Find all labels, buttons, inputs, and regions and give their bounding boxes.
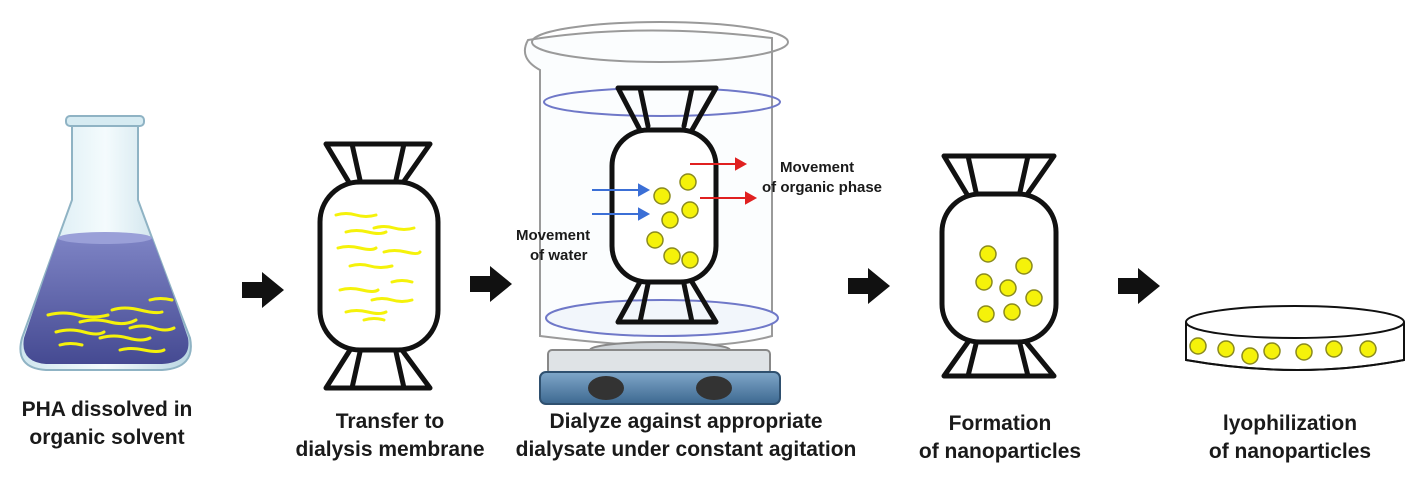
step-5-caption: lyophilization of nanoparticles <box>1180 410 1400 466</box>
knob-icon <box>588 376 624 400</box>
step-3-line1: Dialyze against appropriate <box>549 410 823 433</box>
organic-movement-arrows <box>690 157 758 205</box>
nanoparticles <box>1189 337 1377 365</box>
step-3-line2: dialysate under constant agitation <box>515 438 857 461</box>
nanoparticles <box>975 245 1043 323</box>
polymer-chains <box>46 297 176 353</box>
nanoparticles <box>646 173 699 269</box>
step-1-caption: PHA dissolved in organic solvent <box>2 396 212 452</box>
stirrer-hotplate-icon <box>539 341 781 405</box>
organic-annotation-line2: of organic phase <box>762 179 882 196</box>
water-movement-arrows <box>592 183 651 221</box>
process-arrow-icon <box>470 266 512 302</box>
process-arrow-icon <box>1118 268 1160 304</box>
petri-dish-icon <box>1185 305 1405 371</box>
step-1-line1: PHA dissolved in <box>21 398 193 421</box>
dialysis-bag-icon <box>939 153 1059 379</box>
knob-icon <box>696 376 732 400</box>
step-2-caption: Transfer to dialysis membrane <box>290 408 490 464</box>
step-5-line2: of nanoparticles <box>1208 440 1372 463</box>
polymer-chains <box>334 212 422 322</box>
step-4-caption: Formation of nanoparticles <box>900 410 1100 466</box>
water-annotation-line2: of water <box>530 247 588 264</box>
process-arrow-icon <box>242 272 284 308</box>
dialysis-bag-icon <box>609 85 719 325</box>
step-3-caption: Dialyze against appropriate dialysate un… <box>496 408 876 464</box>
step-1-line2: organic solvent <box>29 426 185 449</box>
step-5-line1: lyophilization <box>1222 412 1358 435</box>
step-4-line1: Formation <box>948 412 1052 435</box>
dialysis-bag-icon <box>317 141 441 391</box>
step-2-line2: dialysis membrane <box>295 438 485 461</box>
solvent-liquid <box>23 238 189 364</box>
step-2-line1: Transfer to <box>335 410 445 433</box>
process-arrow-icon <box>848 268 890 304</box>
erlenmeyer-flask-icon <box>19 115 192 371</box>
organic-annotation-line1: Movement <box>780 159 854 176</box>
step-4-line2: of nanoparticles <box>918 440 1082 463</box>
water-annotation-line1: Movement <box>516 227 590 244</box>
